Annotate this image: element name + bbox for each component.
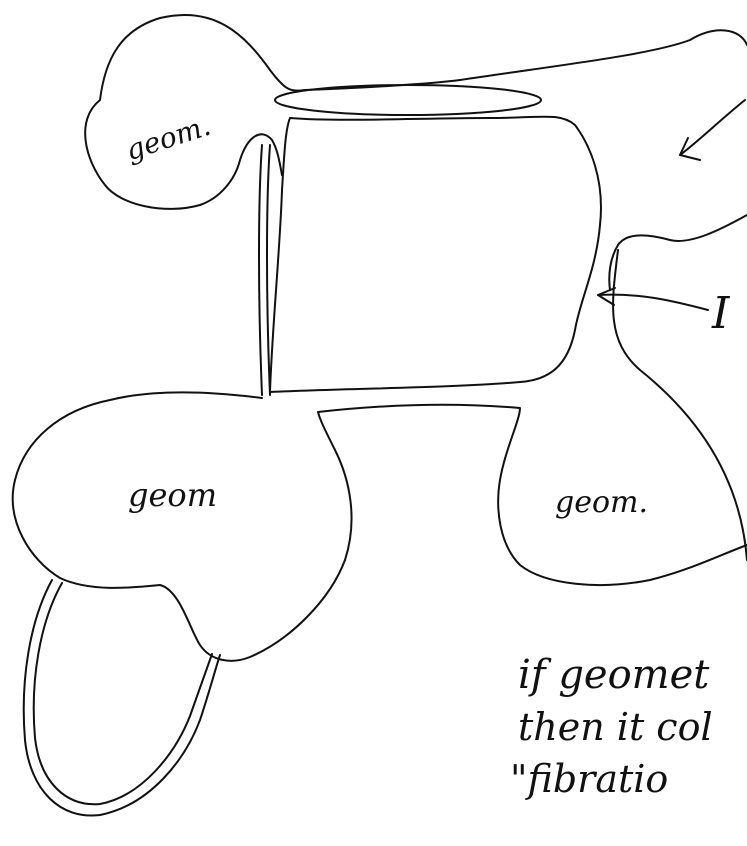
note-line-1: if geomet (518, 652, 710, 698)
top-left-blob (160, 15, 747, 91)
left-connector-inner (267, 145, 270, 395)
central-region (270, 117, 601, 392)
pointer-letter: I (711, 288, 731, 339)
label-geom-bottom-left: geom (128, 476, 217, 514)
label-geom-top-left: geom. (122, 109, 215, 167)
top-right-blob-edge (609, 215, 747, 290)
note-line-2: then it col (518, 705, 713, 749)
bottom-left-blob (13, 392, 747, 661)
pointer-arrow (598, 295, 708, 310)
note-line-3: "fibratio (510, 757, 668, 801)
loop-outer (24, 580, 220, 816)
left-connector-outer (259, 145, 262, 395)
top-right-arrow (680, 100, 745, 155)
label-geom-bottom-right: geom. (555, 485, 648, 520)
elongated-ellipse (275, 85, 541, 115)
top-left-blob-body (85, 18, 282, 209)
